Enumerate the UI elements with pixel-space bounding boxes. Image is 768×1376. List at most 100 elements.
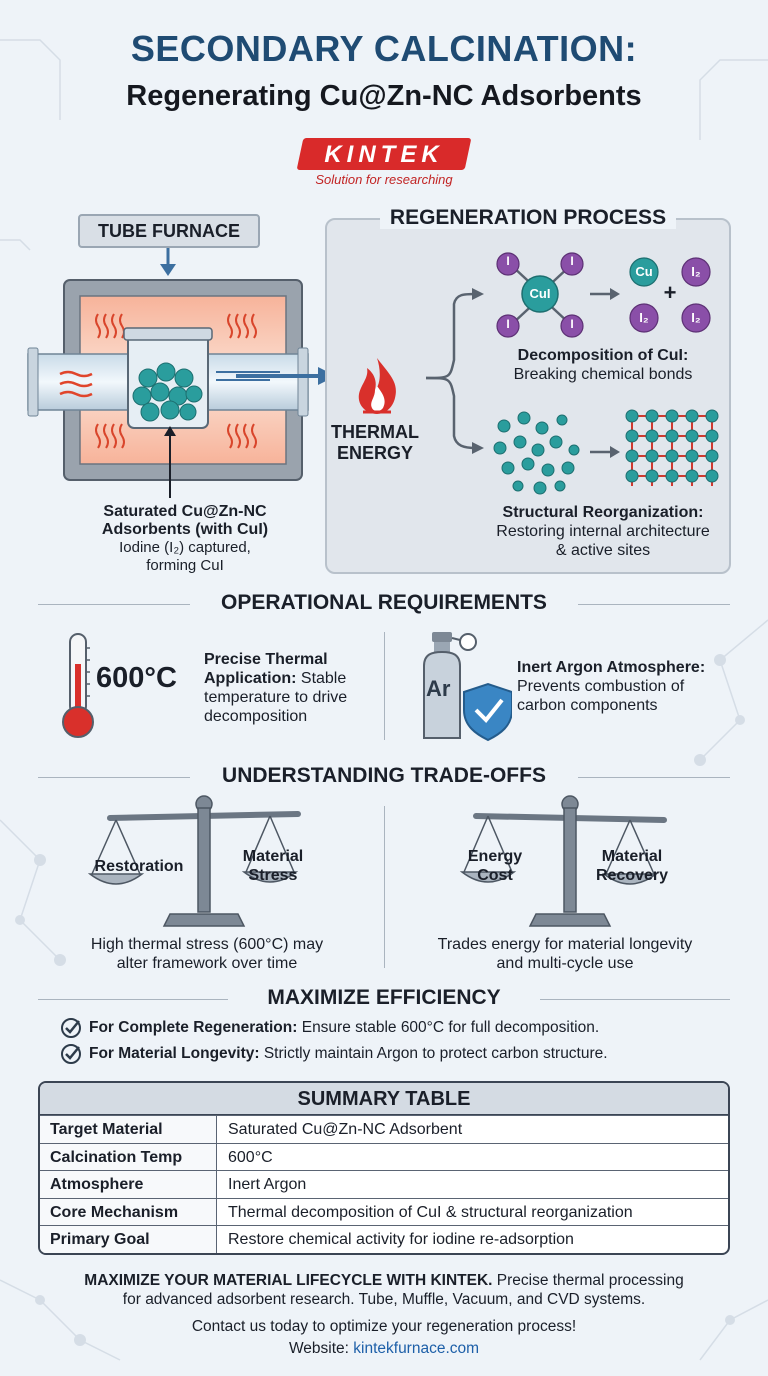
saturated-caption-line-2: forming CuI <box>146 557 224 574</box>
table-row: Primary Goal Restore chemical activity f… <box>40 1225 728 1253</box>
argon-requirement-bold: Inert Argon Atmosphere: <box>517 659 706 676</box>
balance-scale-icon-left <box>88 795 301 927</box>
table-row: Core Mechanism Thermal decomposition of … <box>40 1197 728 1225</box>
tube-furnace-label: TUBE FURNACE <box>78 214 260 248</box>
footer-pitch: MAXIMIZE YOUR MATERIAL LIFECYCLE WITH KI… <box>30 1271 738 1309</box>
iodine-atom-label-4: I <box>570 317 574 331</box>
page-title: SECONDARY CALCINATION: <box>130 28 638 69</box>
table-cell-value: Inert Argon <box>228 1176 307 1193</box>
argon-cylinder-icon <box>423 632 512 742</box>
thermometer-icon <box>62 633 94 738</box>
brand-tagline: Solution for researching <box>315 172 453 187</box>
thermal-requirement-line-2: temperature to drive <box>204 689 348 706</box>
summary-table: SUMMARY TABLE Target Material Saturated … <box>38 1081 730 1255</box>
table-cell-key: Atmosphere <box>40 1171 217 1198</box>
material-recovery-label: Material Recovery <box>586 847 678 885</box>
divider <box>578 604 730 605</box>
copper-product-label: Cu <box>635 264 653 279</box>
plus-sign: + <box>663 280 677 305</box>
table-cell-value: 600°C <box>228 1148 273 1166</box>
tube-furnace-illustration <box>27 248 309 498</box>
trade-offs-title: UNDERSTANDING TRADE-OFFS <box>222 764 546 787</box>
vertical-divider <box>384 632 385 740</box>
iodine-product-label-2: I₂ <box>639 310 649 325</box>
material-recovery-line-1: Material <box>601 848 663 865</box>
divider <box>38 604 190 605</box>
website-link[interactable]: kintekfurnace.com <box>353 1340 480 1357</box>
table-cell-value: Restore chemical activity for iodine re-… <box>228 1231 574 1248</box>
saturated-caption-bold-2: Adsorbents (with CuI) <box>101 521 269 538</box>
thermal-requirement-line-3: decomposition <box>204 708 308 725</box>
saturated-caption-line-1: Iodine (I₂) captured, <box>119 539 251 556</box>
footer-website: Website: kintekfurnace.com <box>30 1339 738 1358</box>
efficiency-item-2: For Material Longevity: Strictly maintai… <box>89 1044 749 1064</box>
decomposition-caption: Decomposition of CuI: Breaking chemical … <box>480 346 726 384</box>
right-tradeoff-line-2: and multi-cycle use <box>496 955 634 972</box>
thermal-energy-label: THERMAL ENERGY <box>330 422 420 464</box>
table-row: Calcination Temp 600°C <box>40 1142 728 1170</box>
divider <box>578 777 730 778</box>
footer-pitch-bold: MAXIMIZE YOUR MATERIAL LIFECYCLE WITH KI… <box>84 1272 493 1289</box>
regeneration-process-title: REGENERATION PROCESS <box>325 206 731 230</box>
cui-decomposition-diagram <box>496 252 711 338</box>
table-cell-key: Calcination Temp <box>40 1143 217 1170</box>
structural-caption-bold: Structural Reorganization: <box>502 504 704 521</box>
thermal-requirement-text: Precise Thermal Application: Stable temp… <box>204 650 384 726</box>
divider <box>540 999 730 1000</box>
left-tradeoff-line-1: High thermal stress (600°C) may <box>90 936 324 953</box>
efficiency-item-1: For Complete Regeneration: Ensure stable… <box>89 1018 739 1038</box>
left-tradeoff-caption: High thermal stress (600°C) may alter fr… <box>40 935 374 973</box>
material-stress-label: Material Stress <box>230 847 316 885</box>
summary-table-title: SUMMARY TABLE <box>40 1083 728 1115</box>
efficiency-item-1-text: Ensure stable 600°C for full decompositi… <box>297 1019 600 1036</box>
material-recovery-line-2: Recovery <box>595 867 669 884</box>
table-row: Target Material Saturated Cu@Zn-NC Adsor… <box>40 1115 728 1143</box>
material-stress-line-2: Stress <box>248 867 298 884</box>
energy-cost-line-1: Energy <box>467 848 523 865</box>
table-row: Atmosphere Inert Argon <box>40 1170 728 1198</box>
divider <box>38 777 190 778</box>
thermal-label-line-1: THERMAL <box>331 422 419 442</box>
iodine-atom-label-1: I <box>506 254 510 268</box>
table-cell-key: Primary Goal <box>40 1226 217 1253</box>
thermal-label-line-2: ENERGY <box>336 443 414 463</box>
structural-caption: Structural Reorganization: Restoring int… <box>470 503 736 560</box>
balance-scale-icon-right <box>459 795 667 927</box>
temperature-value: 600°C <box>96 662 177 694</box>
saturated-caption-bold-1: Saturated Cu@Zn-NC <box>103 503 267 520</box>
table-cell-value: Saturated Cu@Zn-NC Adsorbent <box>228 1121 463 1138</box>
vertical-divider <box>384 806 385 968</box>
structural-caption-line-1: Restoring internal architecture <box>496 523 710 540</box>
argon-requirement-text: Inert Argon Atmosphere: Prevents combust… <box>517 658 737 715</box>
energy-cost-label: Energy Cost <box>452 847 538 885</box>
cui-molecule-label: CuI <box>529 286 551 301</box>
right-tradeoff-caption: Trades energy for material longevity and… <box>392 935 738 973</box>
decomposition-caption-text: Breaking chemical bonds <box>513 366 693 383</box>
left-tradeoff-line-2: alter framework over time <box>116 955 298 972</box>
argon-symbol: Ar <box>426 676 451 701</box>
regeneration-process-title-text: REGENERATION PROCESS <box>379 206 677 229</box>
footer-pitch-line-2: for advanced adsorbent research. Tube, M… <box>122 1291 646 1308</box>
flame-icon <box>358 358 396 414</box>
page-subtitle: Regenerating Cu@Zn-NC Adsorbents <box>126 80 642 112</box>
structural-caption-line-2: & active sites <box>555 542 651 559</box>
iodine-atom-label-2: I <box>570 254 574 268</box>
maximize-efficiency-title: MAXIMIZE EFFICIENCY <box>267 986 501 1009</box>
check-circle-icon <box>61 1044 81 1064</box>
table-cell-key: Target Material <box>40 1116 217 1143</box>
table-cell-key: Core Mechanism <box>40 1198 217 1225</box>
operational-requirements-title: OPERATIONAL REQUIREMENTS <box>221 591 547 614</box>
footer-contact: Contact us today to optimize your regene… <box>191 1318 577 1335</box>
cui-labels: I I I I CuI Cu I₂ I₂ I₂ + <box>490 248 726 344</box>
thermal-requirement-line-1: Stable <box>300 670 347 687</box>
energy-cost-line-2: Cost <box>477 867 513 884</box>
restoration-label: Restoration <box>94 858 184 875</box>
saturated-adsorbent-caption: Saturated Cu@Zn-NC Adsorbents (with CuI)… <box>60 503 310 575</box>
right-tradeoff-line-1: Trades energy for material longevity <box>437 936 693 953</box>
thermal-requirement-bold-2: Application: <box>204 670 297 687</box>
check-circle-icon <box>61 1018 81 1038</box>
efficiency-item-2-text: Strictly maintain Argon to protect carbo… <box>259 1045 608 1062</box>
brand-logo: KINTEK <box>324 141 444 168</box>
table-cell-value: Thermal decomposition of CuI & structura… <box>228 1203 633 1221</box>
